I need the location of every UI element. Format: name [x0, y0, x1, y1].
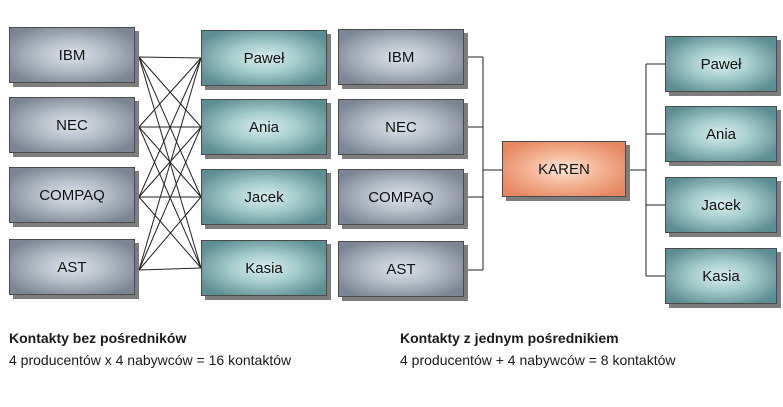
- producer-label: COMPAQ: [39, 186, 105, 204]
- left-caption-text: 4 producentów x 4 nabywców = 16 kontaktó…: [9, 352, 292, 368]
- buyer-label: Jacek: [701, 196, 741, 214]
- producer-box-nec: NEC: [9, 97, 135, 153]
- producer-box-nec: NEC: [338, 99, 464, 155]
- producer-box-compaq: COMPAQ: [9, 167, 135, 223]
- producer-label: IBM: [387, 48, 415, 66]
- contact-line: [138, 126, 202, 198]
- contact-line: [138, 57, 202, 128]
- buyer-label: Ania: [248, 118, 280, 136]
- buyer-box-pawel: Paweł: [201, 30, 327, 86]
- buyer-label: Kasia: [702, 267, 740, 285]
- contact-line: [138, 196, 202, 271]
- broker-box-karen: KAREN: [502, 141, 626, 197]
- buyer-label: Jacek: [244, 188, 284, 206]
- buyer-label: Ania: [705, 125, 737, 143]
- contact-line: [138, 57, 202, 198]
- producer-label: NEC: [385, 118, 417, 136]
- producer-box-ibm: IBM: [338, 29, 464, 85]
- buyer-box-kasia: Kasia: [201, 240, 327, 296]
- producer-box-ibm: IBM: [9, 27, 135, 83]
- right-caption-title: Kontakty z jednym pośrednikiem: [400, 330, 619, 346]
- buyer-box-jacek: Jacek: [201, 169, 327, 225]
- producer-label: NEC: [56, 116, 88, 134]
- left-caption-title: Kontakty bez pośredników: [9, 330, 187, 346]
- buyer-box-ania: Ania: [665, 106, 777, 162]
- producer-label: COMPAQ: [368, 188, 434, 206]
- buyer-label: Paweł: [700, 55, 742, 73]
- contact-line: [138, 56, 202, 59]
- buyer-label: Kasia: [245, 259, 283, 277]
- buyer-box-jacek: Jacek: [665, 177, 777, 233]
- producer-box-ast: AST: [338, 241, 464, 297]
- buyer-box-ania: Ania: [201, 99, 327, 155]
- contact-line: [138, 126, 202, 271]
- producer-label: AST: [386, 260, 416, 278]
- right-caption-text: 4 producentów + 4 nabywców = 8 kontaktów: [400, 352, 676, 368]
- producer-label: IBM: [58, 46, 86, 64]
- direct-contact-lines: [138, 56, 202, 271]
- buyer-box-pawel: Paweł: [665, 36, 777, 92]
- producer-box-ast: AST: [9, 239, 135, 295]
- contact-line: [138, 267, 202, 271]
- producer-label: AST: [57, 258, 87, 276]
- contact-line: [138, 57, 202, 271]
- contact-line: [138, 196, 202, 269]
- broker-tree-lines: [465, 56, 665, 277]
- buyer-box-kasia: Kasia: [665, 248, 777, 304]
- broker-label: KAREN: [538, 160, 590, 178]
- buyer-label: Paweł: [243, 49, 285, 67]
- producer-box-compaq: COMPAQ: [338, 169, 464, 225]
